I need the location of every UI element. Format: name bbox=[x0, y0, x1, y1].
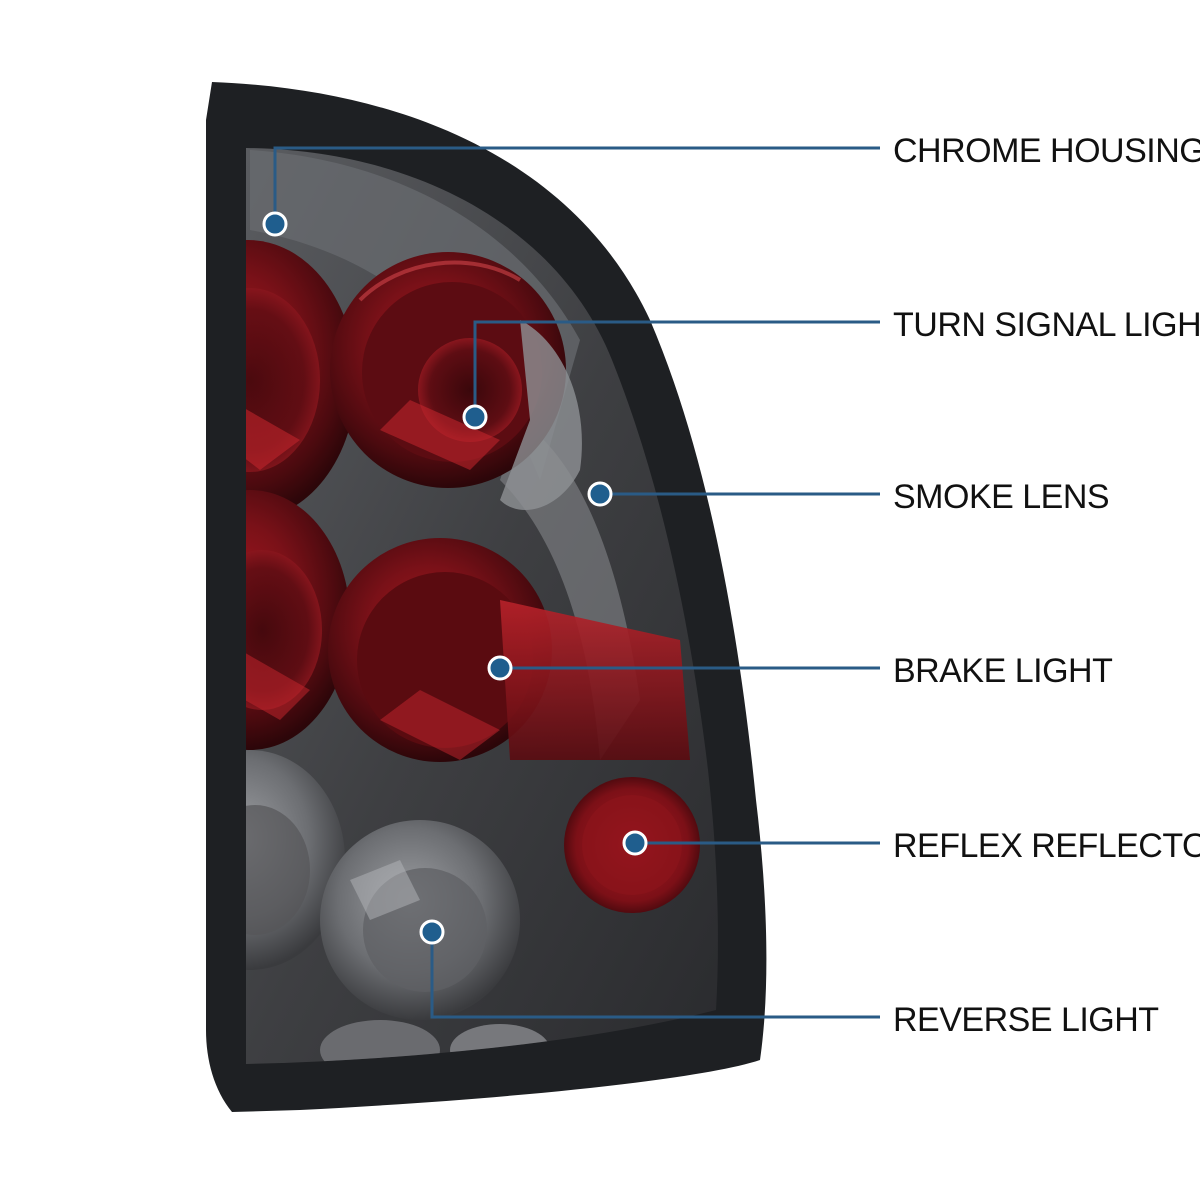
upper-left-lens bbox=[246, 240, 356, 520]
callout-reflex-reflector: REFLEX REFLECTOR bbox=[622, 827, 1200, 865]
reverse-lens-left bbox=[246, 750, 345, 970]
callout-brake-light: BRAKE LIGHT bbox=[487, 652, 1113, 690]
turn-signal-lens bbox=[330, 252, 566, 488]
callout-label: REVERSE LIGHT bbox=[893, 1001, 1159, 1039]
callout-dot bbox=[262, 211, 288, 237]
callout-chrome-housing: CHROME HOUSING bbox=[262, 132, 1200, 237]
lower-left-lens bbox=[246, 490, 350, 750]
callout-reverse-light: REVERSE LIGHT bbox=[419, 919, 1159, 1039]
callout-dot bbox=[419, 919, 445, 945]
brake-lens bbox=[328, 538, 552, 762]
callout-label: BRAKE LIGHT bbox=[893, 652, 1112, 690]
tail-light-assembly bbox=[206, 82, 767, 1112]
callout-dot bbox=[487, 655, 513, 681]
callout-label: TURN SIGNAL LIGHT bbox=[893, 306, 1200, 344]
leader-line bbox=[473, 320, 880, 417]
brake-cone bbox=[500, 600, 690, 760]
chrome-reflection bbox=[250, 150, 580, 480]
callout-smoke-lens: SMOKE LENS bbox=[587, 478, 1110, 516]
reverse-lens bbox=[320, 820, 520, 1020]
callout-dot bbox=[587, 481, 613, 507]
callout-label: REFLEX REFLECTOR bbox=[893, 827, 1200, 865]
bottom-bulb bbox=[320, 1020, 440, 1064]
chrome-reflector bbox=[500, 320, 582, 510]
callout-label: SMOKE LENS bbox=[893, 478, 1109, 516]
callout-dot bbox=[622, 830, 648, 856]
leader-line bbox=[430, 932, 880, 1019]
callout-turn-signal-light: TURN SIGNAL LIGHT bbox=[462, 306, 1200, 430]
callout-dot bbox=[462, 404, 488, 430]
callout-label: CHROME HOUSING bbox=[893, 132, 1200, 170]
leader-line bbox=[273, 146, 880, 224]
